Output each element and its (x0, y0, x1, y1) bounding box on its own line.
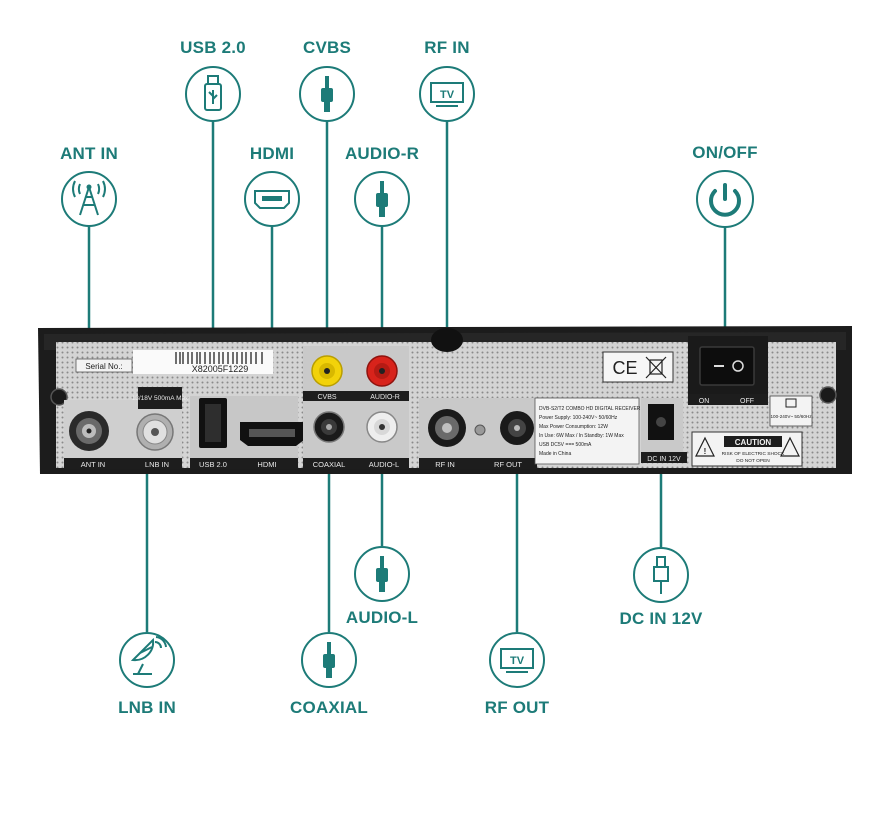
tv-icon-text: TV (440, 89, 455, 101)
voltage-label: 100-240V~ 50/60Hz (771, 414, 813, 419)
ce-mark: CE (612, 358, 637, 378)
hdmi-port (240, 422, 304, 446)
spec-line-3: Max Power Consumption: 12W (539, 424, 608, 430)
caution-line-1: RISK OF ELECTRIC SHOCK (722, 451, 785, 457)
caution-line-2: DO NOT OPEN (736, 458, 770, 464)
label-usb: USB 2.0 (180, 38, 246, 57)
serial-number: X82005F1229 (192, 364, 249, 374)
port-label-hdmi: HDMI (257, 460, 276, 469)
label-cvbs: CVBS (302, 38, 352, 57)
screw-left (50, 388, 68, 406)
rf-screw (474, 424, 486, 436)
label-hdmi: HDMI (249, 144, 295, 163)
coaxial-jack (313, 411, 345, 443)
label-audio-r: AUDIO-R (344, 144, 420, 163)
rca-jack-icon (301, 632, 357, 688)
label-dc-in: DC IN 12V (619, 609, 703, 628)
tv-icon: TV (489, 632, 545, 688)
label-rf-in: RF IN (424, 38, 470, 57)
switch-off-label: OFF (740, 398, 754, 405)
audio-r-jack (366, 355, 398, 387)
antenna-tower-icon (61, 171, 117, 227)
port-label-rf-out: RF OUT (494, 460, 522, 469)
satellite-dish-icon (119, 632, 175, 688)
switch-on-label: ON (699, 398, 710, 405)
label-audio-l: AUDIO-L (345, 608, 419, 627)
dc-in-port (648, 404, 674, 440)
rca-jack-icon (354, 171, 410, 227)
caution-title: CAUTION (735, 438, 772, 447)
label-ant-in: ANT IN (60, 144, 118, 163)
port-label-ant-in: ANT IN (81, 460, 105, 469)
lightning-triangle-icon (780, 436, 800, 457)
cvbs-jack (311, 355, 343, 387)
spec-line-5: USB DC5V === 500mA (539, 442, 592, 448)
port-label-lnb-in: LNB IN (145, 460, 169, 469)
lnb-spec: 13/18V 500mA Max (132, 395, 189, 402)
port-label-rf-in: RF IN (435, 460, 455, 469)
rca-jack-icon (299, 66, 355, 122)
receiver-back-panel: Serial No.: X82005F1229 ANT IN 13 (38, 326, 852, 474)
port-label-audio-l: AUDIO-L (369, 460, 399, 469)
spec-line-4: In Use: 6W Max / In Standby: 1W Max (539, 433, 624, 439)
usb-port (199, 398, 227, 448)
spec-line-6: Made in China (539, 451, 571, 457)
usb-plug-icon (185, 66, 241, 122)
spec-line-1: DVB-S2/T2 COMBO HD DIGITAL RECEIVER (539, 406, 641, 412)
dc-plug-icon (633, 547, 689, 603)
hdmi-port-icon (244, 171, 300, 227)
label-on-off: ON/OFF (692, 143, 758, 162)
weee-bin-icon (645, 356, 667, 379)
ant-in-port (69, 411, 109, 451)
warning-triangle-icon (695, 436, 715, 457)
tv-icon: TV (419, 66, 475, 122)
audio-l-jack (366, 411, 398, 443)
barcode (175, 352, 263, 364)
port-label-audio-r: AUDIO-R (370, 394, 400, 401)
svg-text:!: ! (704, 447, 707, 456)
power-switch (699, 346, 755, 386)
label-rf-out: RF OUT (484, 698, 550, 717)
serial-label: Serial No.: (85, 362, 122, 371)
port-label-usb: USB 2.0 (199, 460, 227, 469)
rf-out-port (500, 411, 534, 445)
lnb-in-port (136, 413, 174, 451)
label-lnb-in: LNB IN (118, 698, 176, 717)
rf-in-port (428, 409, 466, 447)
tv-icon-text: TV (510, 655, 525, 667)
power-icon (696, 170, 754, 228)
port-label-coaxial: COAXIAL (313, 460, 346, 469)
port-label-cvbs: CVBS (317, 394, 336, 401)
label-coaxial: COAXIAL (290, 698, 368, 717)
screw-right (819, 386, 837, 404)
rca-jack-icon (354, 546, 410, 602)
spec-line-2: Power Supply: 100-240V~ 50/60Hz (539, 415, 618, 421)
port-label-dc-in: DC IN 12V (647, 456, 681, 463)
